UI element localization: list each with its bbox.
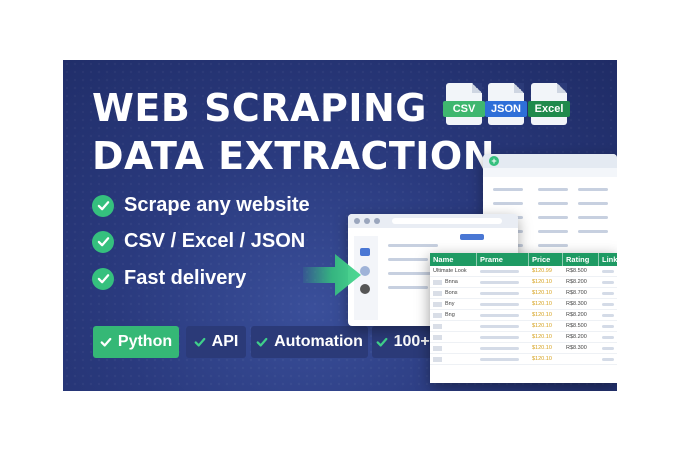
check-icon	[256, 337, 268, 347]
table-cell	[599, 266, 617, 276]
data-table: Name Prame Price Rating Link Ultimate Lo…	[430, 253, 617, 383]
table-row: Ultimate Look $120.99 R$8.500	[430, 266, 617, 277]
table-cell	[477, 354, 529, 364]
check-icon	[376, 337, 388, 347]
add-icon: +	[489, 156, 499, 166]
tag-label: Python	[117, 333, 173, 350]
table-cell: $120.10	[532, 312, 552, 318]
table-row: $120.10	[430, 354, 617, 365]
table-cell	[599, 332, 617, 342]
table-cell	[477, 321, 529, 331]
tag-label: API	[211, 333, 239, 350]
table-cell: $120.10	[532, 323, 552, 329]
title-line-2: DATA EXTRACTION	[92, 134, 496, 178]
table-cell: $120.10	[532, 356, 552, 362]
table-row: Bnna $120.10 R$8.200	[430, 277, 617, 288]
csv-file-icon: CSV	[443, 83, 485, 125]
table-row: Bons $120.10 R$8.700	[430, 288, 617, 299]
table-cell: R$8.500	[566, 268, 587, 274]
file-label: Excel	[528, 101, 570, 117]
table-cell	[430, 343, 477, 353]
table-cell: R$8.300	[566, 345, 587, 351]
table-cell: Bng	[430, 310, 477, 320]
check-icon	[92, 230, 114, 253]
table-cell	[599, 321, 617, 331]
title-line-1: WEB SCRAPING	[92, 86, 427, 130]
table-cell	[477, 288, 529, 298]
table-cell: R$8.300	[566, 301, 587, 307]
table-cell: R$8.200	[566, 279, 587, 285]
table-cell	[599, 354, 617, 364]
table-cell	[430, 354, 477, 364]
excel-file-icon: Excel	[528, 83, 570, 125]
promo-banner: WEB SCRAPING DATA EXTRACTION Scrape any …	[63, 60, 617, 391]
table-cell	[477, 299, 529, 309]
table-cell: R$8.500	[566, 323, 587, 329]
table-cell: R$8.200	[566, 334, 587, 340]
table-cell: $120.10	[532, 279, 552, 285]
column-header: Rating	[563, 253, 599, 266]
column-header: Price	[529, 253, 563, 266]
table-cell: Ultimate Look	[433, 268, 467, 274]
feature-item: Scrape any website	[92, 194, 310, 217]
table-cell: R$8.200	[566, 312, 587, 318]
table-cell	[430, 321, 477, 331]
table-cell	[477, 343, 529, 353]
table-cell	[599, 288, 617, 298]
tag-api: API	[186, 326, 246, 358]
table-cell: R$8.700	[566, 290, 587, 296]
table-row: Bng $120.10 R$8.200	[430, 310, 617, 321]
table-cell: Bons	[430, 288, 477, 298]
check-icon	[194, 337, 206, 347]
json-file-icon: JSON	[485, 83, 527, 125]
table-cell: $120.99	[532, 268, 552, 274]
table-cell: Bnna	[430, 277, 477, 287]
table-cell	[599, 343, 617, 353]
table-cell: Bny	[430, 299, 477, 309]
table-cell: $120.10	[532, 345, 552, 351]
table-cell	[430, 332, 477, 342]
check-icon	[92, 194, 114, 217]
table-cell: $120.10	[532, 290, 552, 296]
table-cell	[477, 266, 529, 276]
file-label: CSV	[443, 101, 485, 117]
table-cell	[477, 310, 529, 320]
table-row: $120.10 R$8.200	[430, 332, 617, 343]
feature-item: Fast delivery	[92, 267, 246, 290]
table-cell	[599, 310, 617, 320]
tag-automation: Automation	[251, 326, 368, 358]
column-header: Prame	[477, 253, 529, 266]
feature-label: Fast delivery	[124, 267, 247, 289]
table-cell	[599, 277, 617, 287]
column-header: Link	[602, 255, 617, 264]
table-cell	[477, 332, 529, 342]
check-icon	[92, 267, 114, 290]
table-cell: $120.10	[532, 334, 552, 340]
table-cell: $120.10	[532, 301, 552, 307]
arrow-right-icon	[303, 254, 361, 296]
table-cell	[599, 299, 617, 309]
table-row: Bny $120.10 R$8.300	[430, 299, 617, 310]
table-row: $120.10 R$8.500	[430, 321, 617, 332]
feature-label: CSV / Excel / JSON	[124, 230, 306, 252]
table-row: $120.10 R$8.300	[430, 343, 617, 354]
file-label: JSON	[485, 101, 527, 117]
feature-item: CSV / Excel / JSON	[92, 230, 305, 253]
tag-label: Automation	[274, 333, 363, 350]
table-cell	[563, 354, 599, 364]
table-cell	[477, 277, 529, 287]
check-icon	[100, 337, 112, 347]
tag-python: Python	[93, 326, 179, 358]
table-header: Name Prame Price Rating Link	[430, 253, 617, 266]
column-header: Name	[430, 253, 477, 266]
feature-label: Scrape any website	[124, 194, 310, 216]
